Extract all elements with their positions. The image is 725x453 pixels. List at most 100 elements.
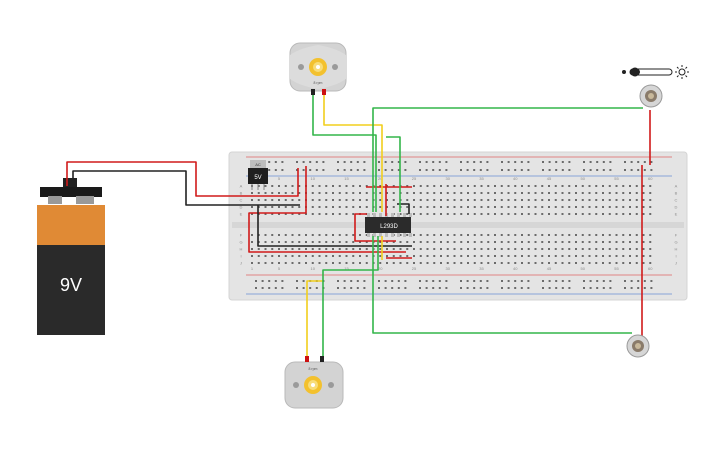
- breadboard-hole[interactable]: [406, 262, 409, 264]
- breadboard-hole[interactable]: [386, 192, 388, 194]
- wire-yellow-motor-top[interactable]: [323, 95, 383, 212]
- breadboard-hole[interactable]: [521, 192, 523, 194]
- breadboard-hole[interactable]: [352, 185, 355, 187]
- breadboard-hole[interactable]: [268, 169, 271, 171]
- breadboard-hole[interactable]: [284, 241, 287, 243]
- breadboard-hole[interactable]: [255, 280, 257, 282]
- breadboard-hole[interactable]: [345, 213, 348, 215]
- breadboard-hole[interactable]: [350, 169, 353, 171]
- breadboard-hole[interactable]: [365, 241, 368, 243]
- breadboard-hole[interactable]: [384, 280, 387, 282]
- breadboard-hole[interactable]: [534, 248, 537, 250]
- breadboard-hole[interactable]: [318, 185, 321, 187]
- breadboard-hole[interactable]: [278, 255, 280, 257]
- breadboard-hole[interactable]: [514, 234, 517, 236]
- breadboard-hole[interactable]: [467, 185, 469, 187]
- breadboard-hole[interactable]: [487, 255, 490, 257]
- breadboard-hole[interactable]: [507, 262, 510, 264]
- breadboard-hole[interactable]: [359, 262, 361, 264]
- breadboard-hole[interactable]: [257, 199, 260, 201]
- breadboard-hole[interactable]: [637, 280, 640, 282]
- breadboard-hole[interactable]: [350, 280, 353, 282]
- breadboard-hole[interactable]: [386, 262, 388, 264]
- breadboard-hole[interactable]: [426, 199, 429, 201]
- breadboard-hole[interactable]: [264, 241, 267, 243]
- breadboard-hole[interactable]: [359, 255, 361, 257]
- breadboard-hole[interactable]: [467, 213, 469, 215]
- breadboard-hole[interactable]: [413, 255, 415, 257]
- breadboard-hole[interactable]: [378, 161, 380, 163]
- breadboard-hole[interactable]: [359, 241, 361, 243]
- breadboard-hole[interactable]: [446, 234, 449, 236]
- breadboard-hole[interactable]: [527, 199, 530, 201]
- breadboard-hole[interactable]: [298, 185, 301, 187]
- breadboard-hole[interactable]: [345, 234, 348, 236]
- breadboard-hole[interactable]: [507, 206, 510, 208]
- breadboard-hole[interactable]: [595, 213, 598, 215]
- breadboard-hole[interactable]: [315, 169, 318, 171]
- breadboard-hole[interactable]: [296, 280, 298, 282]
- breadboard-hole[interactable]: [399, 234, 402, 236]
- breadboard-hole[interactable]: [261, 287, 264, 289]
- breadboard-hole[interactable]: [397, 169, 400, 171]
- breadboard-hole[interactable]: [446, 255, 449, 257]
- breadboard-hole[interactable]: [642, 199, 645, 201]
- breadboard-hole[interactable]: [278, 241, 280, 243]
- breadboard-hole[interactable]: [337, 280, 339, 282]
- breadboard-hole[interactable]: [278, 206, 280, 208]
- breadboard-hole[interactable]: [629, 185, 631, 187]
- slider-handle[interactable]: [630, 67, 640, 77]
- breadboard-hole[interactable]: [257, 248, 260, 250]
- breadboard-hole[interactable]: [635, 206, 638, 208]
- breadboard-hole[interactable]: [460, 161, 462, 163]
- breadboard-hole[interactable]: [440, 185, 442, 187]
- breadboard-hole[interactable]: [527, 169, 530, 171]
- breadboard-hole[interactable]: [615, 234, 618, 236]
- breadboard-hole[interactable]: [325, 199, 328, 201]
- breadboard-hole[interactable]: [561, 185, 564, 187]
- breadboard-hole[interactable]: [298, 206, 301, 208]
- breadboard-hole[interactable]: [514, 199, 517, 201]
- breadboard-hole[interactable]: [311, 199, 314, 201]
- breadboard-hole[interactable]: [460, 169, 462, 171]
- breadboard-hole[interactable]: [379, 185, 382, 187]
- breadboard-hole[interactable]: [548, 287, 551, 289]
- breadboard-hole[interactable]: [363, 280, 366, 282]
- breadboard-hole[interactable]: [399, 255, 402, 257]
- breadboard-hole[interactable]: [413, 234, 415, 236]
- voltage-regulator[interactable]: AC 5V: [248, 160, 268, 190]
- breadboard-hole[interactable]: [426, 234, 429, 236]
- breadboard-hole[interactable]: [419, 199, 422, 201]
- breadboard-hole[interactable]: [426, 192, 429, 194]
- breadboard-hole[interactable]: [561, 206, 564, 208]
- wire-red-battery[interactable]: [66, 161, 299, 197]
- breadboard-hole[interactable]: [588, 255, 591, 257]
- breadboard-hole[interactable]: [445, 287, 448, 289]
- breadboard-hole[interactable]: [453, 213, 456, 215]
- breadboard-hole[interactable]: [284, 262, 287, 264]
- breadboard-hole[interactable]: [413, 192, 415, 194]
- breadboard-hole[interactable]: [413, 241, 415, 243]
- breadboard-hole[interactable]: [264, 248, 267, 250]
- breadboard-hole[interactable]: [548, 199, 550, 201]
- breadboard-hole[interactable]: [602, 241, 604, 243]
- breadboard-hole[interactable]: [325, 234, 328, 236]
- breadboard-hole[interactable]: [460, 213, 463, 215]
- breadboard-hole[interactable]: [588, 248, 591, 250]
- breadboard-hole[interactable]: [446, 213, 449, 215]
- breadboard-hole[interactable]: [555, 280, 558, 282]
- breadboard-hole[interactable]: [575, 248, 577, 250]
- breadboard-hole[interactable]: [548, 206, 550, 208]
- breadboard-hole[interactable]: [426, 241, 429, 243]
- breadboard-hole[interactable]: [352, 255, 355, 257]
- breadboard-hole[interactable]: [521, 206, 523, 208]
- breadboard-hole[interactable]: [460, 248, 463, 250]
- wire-green-ic-up[interactable]: [386, 136, 401, 212]
- breadboard-hole[interactable]: [561, 169, 564, 171]
- breadboard-hole[interactable]: [520, 169, 523, 171]
- breadboard-hole[interactable]: [363, 161, 366, 163]
- breadboard-hole[interactable]: [338, 234, 341, 236]
- breadboard-hole[interactable]: [419, 241, 422, 243]
- breadboard-hole[interactable]: [343, 169, 346, 171]
- breadboard-hole[interactable]: [649, 234, 652, 236]
